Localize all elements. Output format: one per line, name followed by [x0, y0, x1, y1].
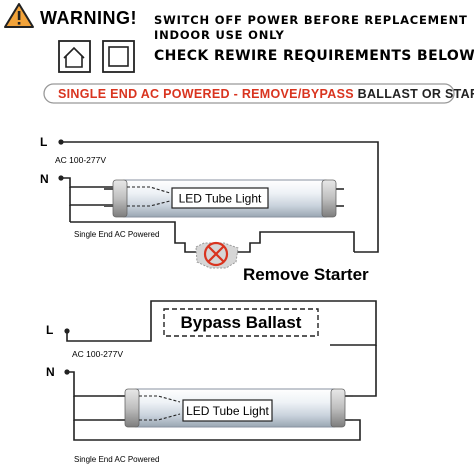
bottom-voltage-label: AC 100-277V — [72, 349, 123, 359]
bottom-end-wire — [73, 419, 361, 441]
banner-frame — [43, 83, 455, 104]
top-starter-return — [236, 231, 355, 253]
bottom-neutral-label: N — [46, 365, 55, 379]
remove-starter-label: Remove Starter — [243, 265, 369, 284]
indoor-house-icon — [58, 40, 91, 73]
bottom-led-tube: LED Tube Light — [117, 388, 353, 428]
top-starter-wire — [70, 221, 196, 253]
double-insulation-icon — [102, 40, 135, 73]
top-neutral-wire — [61, 177, 121, 188]
top-tube-label: LED Tube Light — [179, 192, 262, 206]
bypass-ballast-box: Bypass Ballast — [163, 308, 319, 337]
banner-part-1: SINGLE END AC POWERED - — [58, 87, 242, 101]
top-live-label: L — [40, 135, 47, 149]
warning-title: WARNING! — [40, 8, 137, 28]
top-live-wire — [61, 141, 379, 253]
bottom-tube-label: LED Tube Light — [186, 404, 269, 418]
bottom-caption: Single End AC Powered — [74, 455, 159, 464]
top-caption: Single End AC Powered — [74, 230, 159, 239]
top-circuit: L AC 100-277V N LED Tube Light Single En… — [40, 135, 379, 284]
banner-part-3: BALLAST OR STARTER — [354, 87, 474, 101]
top-voltage-label: AC 100-277V — [55, 155, 106, 165]
header-line-check-rewire: CHECK REWIRE REQUIREMENTS BELOW — [154, 48, 474, 64]
bypass-ballast-label: Bypass Ballast — [181, 313, 302, 332]
banner-text: SINGLE END AC POWERED - REMOVE/BYPASS BA… — [58, 87, 474, 101]
top-led-tube: LED Tube Light — [104, 179, 344, 218]
bottom-circuit: Bypass Ballast L AC 100-277V N LED Tube … — [46, 300, 377, 464]
header-line-switch-off: SWITCH OFF POWER BEFORE REPLACEMENT — [154, 13, 468, 27]
header-line-indoor: INDOOR USE ONLY — [154, 28, 285, 42]
bottom-neutral-wire — [67, 371, 134, 397]
bottom-bypass-wire — [70, 300, 377, 346]
warning-icon — [4, 3, 34, 28]
bottom-live-label: L — [46, 323, 53, 337]
removed-starter-icon — [195, 241, 239, 269]
banner-part-2: REMOVE/BYPASS — [242, 87, 354, 101]
top-neutral-label: N — [40, 172, 49, 186]
